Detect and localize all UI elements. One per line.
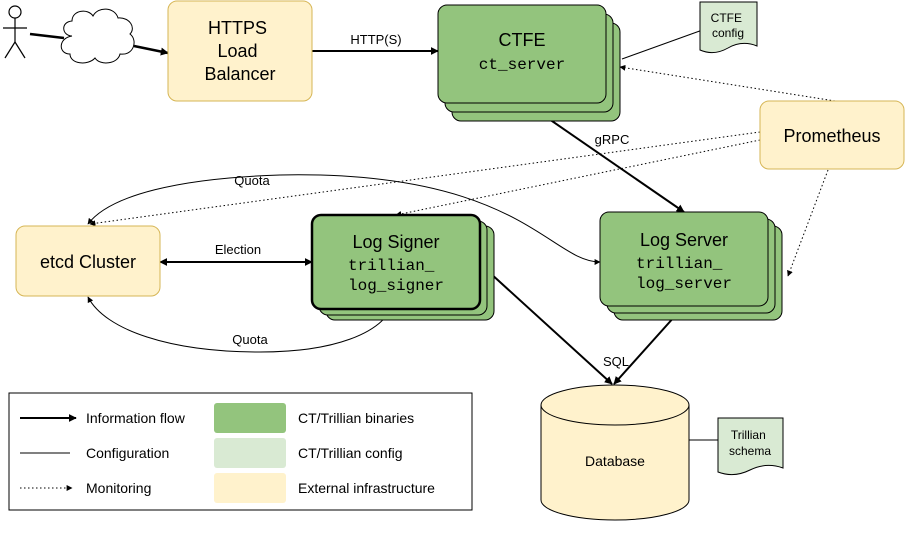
legend-configuration-label: Configuration bbox=[86, 445, 169, 461]
legend-binaries-swatch bbox=[214, 403, 286, 433]
legend-config-swatch bbox=[214, 438, 286, 468]
legend-infra-swatch bbox=[214, 473, 286, 503]
trillian-schema-line-1: Trillian bbox=[731, 428, 766, 442]
election-edge-label: Election bbox=[215, 242, 261, 257]
ctfe-config-line-2: config bbox=[712, 26, 744, 40]
svg-text:Trillian schema: Trillian schema bbox=[729, 428, 771, 458]
prometheus-to-etcd-edge bbox=[89, 131, 761, 227]
legend-config-label: CT/Trillian config bbox=[298, 445, 403, 461]
ctfe-config-line-1: CTFE bbox=[711, 11, 742, 25]
sql-edge-label: SQL bbox=[603, 354, 629, 369]
etcd-cluster-node: etcd Cluster bbox=[15, 225, 161, 297]
legend: Information flow CT/Trillian binaries Co… bbox=[8, 392, 473, 511]
edge-labels: HTTP(S) gRPC Election Quota Quota SQL bbox=[215, 32, 629, 369]
quota-top-edge-label: Quota bbox=[234, 173, 270, 188]
quota-bottom-edge-label: Quota bbox=[232, 332, 268, 347]
lb-line-3: Balancer bbox=[204, 64, 275, 84]
cloud-icon bbox=[60, 8, 135, 64]
ctfe-config-edge bbox=[621, 27, 709, 60]
trillian-schema-line-2: schema bbox=[729, 444, 771, 458]
database-node: Database bbox=[540, 384, 690, 521]
log-server-title: Log Server bbox=[640, 230, 728, 250]
cloud-to-lb-edge bbox=[133, 44, 169, 56]
https-edge-label: HTTP(S) bbox=[350, 32, 401, 47]
signer-to-database-edge bbox=[477, 261, 613, 385]
prometheus-title: Prometheus bbox=[783, 126, 880, 146]
log-server-node: Log Server trillian_ log_server bbox=[599, 211, 783, 321]
legend-information-flow-label: Information flow bbox=[86, 410, 186, 426]
log-server-binary-line-2: log_server bbox=[636, 275, 732, 293]
prometheus-to-logserver-edge bbox=[787, 169, 829, 277]
log-signer-node: Log Signer trillian_ log_signer bbox=[310, 213, 495, 321]
user-to-cloud-edge bbox=[29, 32, 65, 40]
log-signer-binary-line-2: log_signer bbox=[348, 277, 444, 295]
quota-top-edge bbox=[87, 174, 601, 265]
svg-text:HTTPS Load Balance: HTTPS Load Balancer bbox=[204, 18, 275, 84]
log-signer-title: Log Signer bbox=[352, 232, 439, 252]
etcd-title: etcd Cluster bbox=[40, 252, 136, 272]
grpc-edge-label: gRPC bbox=[595, 132, 630, 147]
ctfe-to-logserver-edge bbox=[535, 109, 685, 213]
lb-line-1: HTTPS bbox=[208, 18, 267, 38]
database-title: Database bbox=[585, 453, 645, 469]
ctfe-title: CTFE bbox=[499, 30, 546, 50]
legend-infra-label: External infrastructure bbox=[298, 480, 435, 496]
prometheus-to-signer-edge bbox=[395, 139, 761, 217]
stick-figure-user-icon bbox=[3, 5, 27, 59]
ctfe-node: CTFE ct_server bbox=[437, 4, 621, 122]
svg-text:CTFE config: CTFE config bbox=[711, 11, 746, 40]
svg-text:trillian_ log_server: trillian_ log_server bbox=[636, 255, 732, 293]
quota-bottom-edge bbox=[87, 296, 397, 353]
load-balancer-node: HTTPS Load Balancer bbox=[167, 0, 313, 102]
prometheus-to-ctfe-edge bbox=[619, 64, 836, 102]
svg-text:trillian_ log_signer: trillian_ log_signer bbox=[348, 257, 444, 295]
edges bbox=[29, 27, 836, 441]
ctfe-config-node: CTFE config bbox=[699, 1, 758, 54]
prometheus-node: Prometheus bbox=[759, 100, 905, 170]
log-signer-binary-line-1: trillian_ bbox=[348, 257, 435, 275]
trillian-schema-node: Trillian schema bbox=[717, 417, 784, 476]
legend-binaries-label: CT/Trillian binaries bbox=[298, 410, 414, 426]
legend-monitoring-label: Monitoring bbox=[86, 480, 151, 496]
log-server-binary-line-1: trillian_ bbox=[636, 255, 723, 273]
ctfe-binary: ct_server bbox=[479, 56, 565, 74]
lb-line-2: Load bbox=[217, 41, 257, 61]
